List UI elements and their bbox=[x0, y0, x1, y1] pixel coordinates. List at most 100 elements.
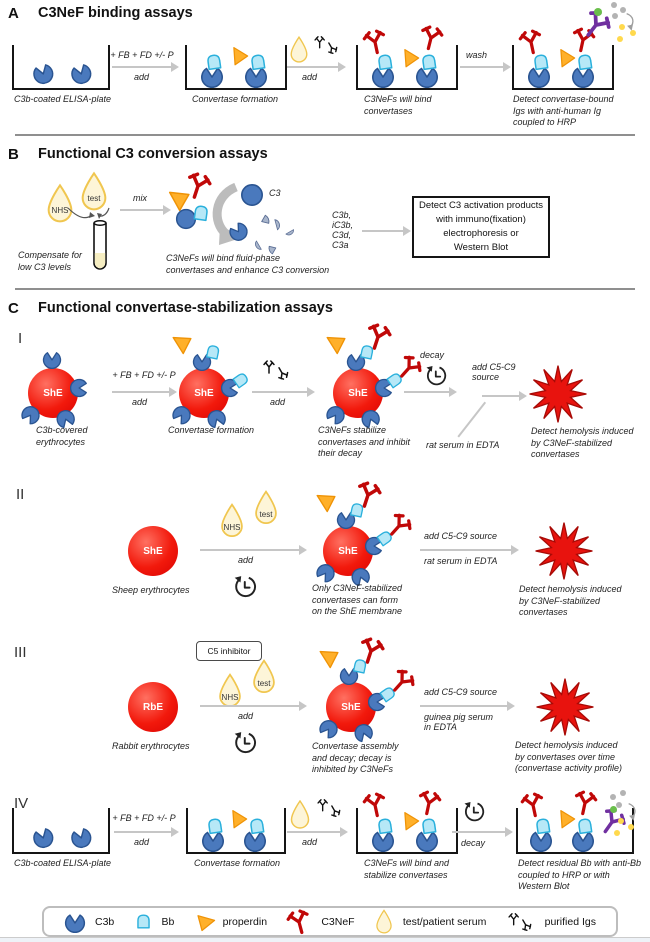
step-caption: Rabbit erythrocytes bbox=[112, 741, 190, 751]
arrow-label: wash bbox=[466, 50, 488, 60]
step-caption: Convertase formation bbox=[192, 94, 279, 104]
convertase-unit bbox=[368, 816, 398, 852]
bb-icon bbox=[136, 914, 150, 929]
arrow-label: add bbox=[238, 555, 254, 565]
panel-separator bbox=[15, 134, 635, 136]
substrate-dot bbox=[616, 802, 622, 808]
hrp-dot bbox=[594, 8, 602, 16]
arrow bbox=[452, 831, 506, 833]
c3b-icon bbox=[64, 913, 86, 933]
properdin-icon bbox=[191, 910, 215, 934]
panel-c-letter: C bbox=[8, 300, 19, 317]
panel-b-letter: B bbox=[8, 146, 19, 163]
purified-igs-icon bbox=[313, 34, 341, 56]
bb-icon bbox=[418, 51, 441, 74]
c3b-icon bbox=[67, 823, 95, 851]
bb-icon bbox=[374, 815, 397, 838]
erythrocyte-label: ShE bbox=[43, 387, 63, 399]
bb-icon bbox=[532, 815, 555, 838]
properdin-icon bbox=[227, 45, 250, 68]
erythrocyte-label: ShE bbox=[348, 387, 368, 399]
c3-label: C3 bbox=[269, 188, 281, 198]
c5-inhibitor-box: C5 inhibitor bbox=[196, 641, 262, 661]
c3-icon bbox=[240, 183, 264, 207]
bottom-strip bbox=[0, 937, 650, 942]
substrate-dot bbox=[611, 2, 617, 8]
drop-label: NHS bbox=[221, 692, 239, 702]
elisa-well bbox=[356, 808, 458, 854]
arrow bbox=[112, 66, 172, 68]
erythrocyte-label: ShE bbox=[338, 545, 358, 557]
drop-label: test bbox=[259, 509, 273, 519]
step-caption: C3NeFs stabilize convertases and inhibit… bbox=[318, 425, 411, 459]
c3nef-icon bbox=[360, 790, 391, 821]
stabilized-convertase-erythrocyte: ShE bbox=[311, 667, 391, 747]
bb-icon bbox=[202, 341, 223, 362]
legend-item: purified Igs bbox=[506, 911, 596, 933]
sheep-erythrocyte: ShE bbox=[128, 526, 178, 576]
product-dot bbox=[614, 830, 620, 836]
substrate-dot bbox=[612, 13, 618, 19]
product-dot bbox=[628, 824, 634, 830]
properdin-icon bbox=[398, 47, 421, 70]
step-caption: C3NeFs will bind and stabilize convertas… bbox=[364, 858, 450, 880]
serum-label: rat serum in EDTA bbox=[426, 440, 500, 450]
c3b-icon bbox=[29, 59, 57, 87]
nhs-drop: NHS bbox=[216, 672, 244, 710]
erythrocyte-label: ShE bbox=[194, 387, 214, 399]
arrow-label: add bbox=[132, 397, 148, 407]
arrow-label: add bbox=[302, 72, 318, 82]
arrow bbox=[252, 391, 308, 393]
row-numeral: IV bbox=[14, 795, 29, 812]
substrate-dot bbox=[610, 794, 616, 800]
legend-label: C3NeF bbox=[321, 915, 355, 928]
elisa-well bbox=[12, 45, 110, 90]
c3b-icon bbox=[29, 823, 57, 851]
elisa-well bbox=[186, 808, 286, 854]
decay-clock-icon bbox=[462, 800, 486, 824]
arrow-label: add bbox=[270, 397, 286, 407]
bb-icon bbox=[247, 51, 270, 74]
arrow bbox=[420, 705, 508, 707]
panel-a-letter: A bbox=[8, 5, 19, 22]
serum-drop-icon bbox=[221, 503, 243, 538]
step-caption: Detect residual Bb with anti-Bb coupled … bbox=[518, 858, 642, 892]
test-drop: test bbox=[252, 489, 280, 527]
serum-icon bbox=[376, 909, 392, 933]
convertase-unit bbox=[368, 52, 398, 88]
test-drop: test bbox=[78, 170, 110, 214]
bb-icon bbox=[203, 51, 226, 74]
hemolysis-burst-icon bbox=[533, 520, 595, 582]
elisa-well bbox=[12, 808, 110, 854]
c3nef-icon bbox=[360, 27, 391, 58]
convertase-unit bbox=[526, 816, 556, 852]
erythrocyte-label: ShE bbox=[143, 545, 163, 557]
complex-caption: C3NeFs will bind fluid-phase convertases… bbox=[166, 253, 330, 275]
test-drop: test bbox=[250, 658, 278, 696]
serum-drop-icon bbox=[288, 800, 312, 830]
panel-c-title: Functional convertase-stabilization assa… bbox=[38, 300, 333, 316]
arrow-label: add bbox=[134, 837, 150, 847]
step-caption: Detect hemolysis induced by C3NeF-stabil… bbox=[519, 584, 622, 618]
elisa-well bbox=[516, 808, 634, 854]
product-dot bbox=[630, 30, 636, 36]
arrow-label: add bbox=[238, 711, 254, 721]
arrow-label: mix bbox=[133, 193, 147, 203]
step-caption: Convertase assembly and decay; decay is … bbox=[312, 741, 399, 775]
convertase-erythrocyte: ShE bbox=[164, 353, 244, 433]
arrow bbox=[200, 549, 300, 551]
arrow bbox=[362, 230, 404, 232]
arrow bbox=[460, 66, 504, 68]
c3nef-icon bbox=[285, 907, 314, 937]
arrow-label: decay bbox=[461, 838, 486, 848]
serum-drop-icon bbox=[253, 659, 275, 694]
step-caption: C3b-coated ELISA-plate bbox=[14, 94, 112, 104]
drop-label: NHS bbox=[51, 206, 69, 216]
arrow-label: + FB + FD +/- P bbox=[112, 370, 176, 380]
erythrocyte-label: RbE bbox=[143, 701, 163, 713]
arrow-label: + FB + FD +/- P bbox=[112, 813, 176, 823]
serum-label: rat serum in EDTA bbox=[424, 556, 498, 566]
erythrocyte: ShE bbox=[333, 368, 383, 418]
bb-icon bbox=[246, 815, 269, 838]
